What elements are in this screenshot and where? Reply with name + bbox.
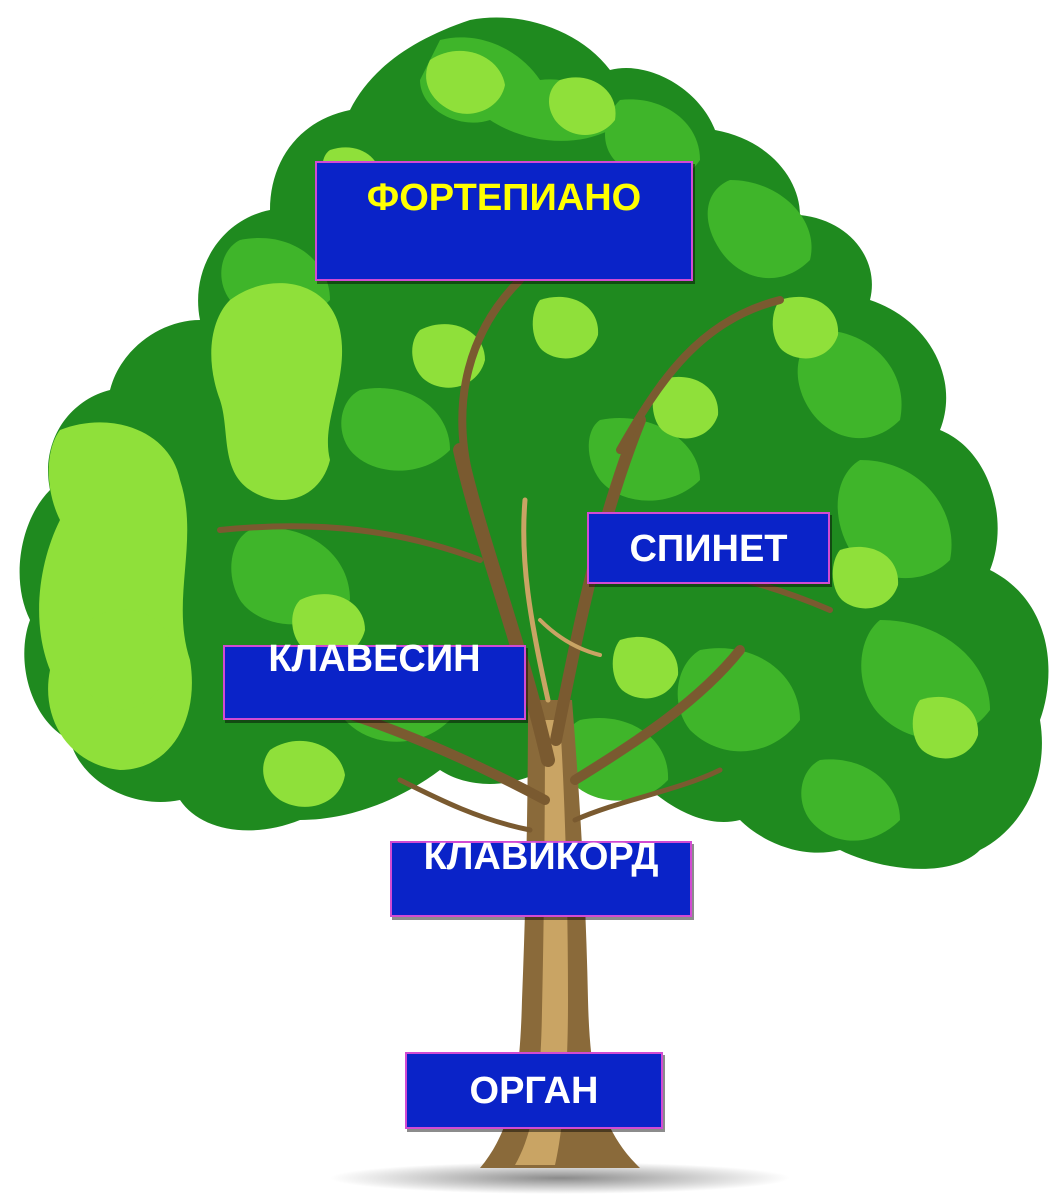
- label-organ-text: ОРГАН: [469, 1070, 599, 1112]
- label-klavesin-text: КЛАВЕСИН: [268, 638, 481, 680]
- label-spinet-text: СПИНЕТ: [629, 528, 788, 570]
- label-fortepiano: ФОРТЕПИАНО: [315, 161, 693, 281]
- label-fortepiano-text: ФОРТЕПИАНО: [366, 177, 642, 219]
- label-klavikord: КЛАВИКОРД: [390, 836, 692, 917]
- label-spinet: СПИНЕТ: [587, 512, 830, 584]
- ground-shadow: [330, 1162, 790, 1194]
- label-organ: ОРГАН: [405, 1052, 663, 1129]
- label-klavikord-text: КЛАВИКОРД: [423, 836, 659, 878]
- label-klavesin: КЛАВЕСИН: [223, 638, 526, 720]
- canopy-highlights: [39, 50, 979, 807]
